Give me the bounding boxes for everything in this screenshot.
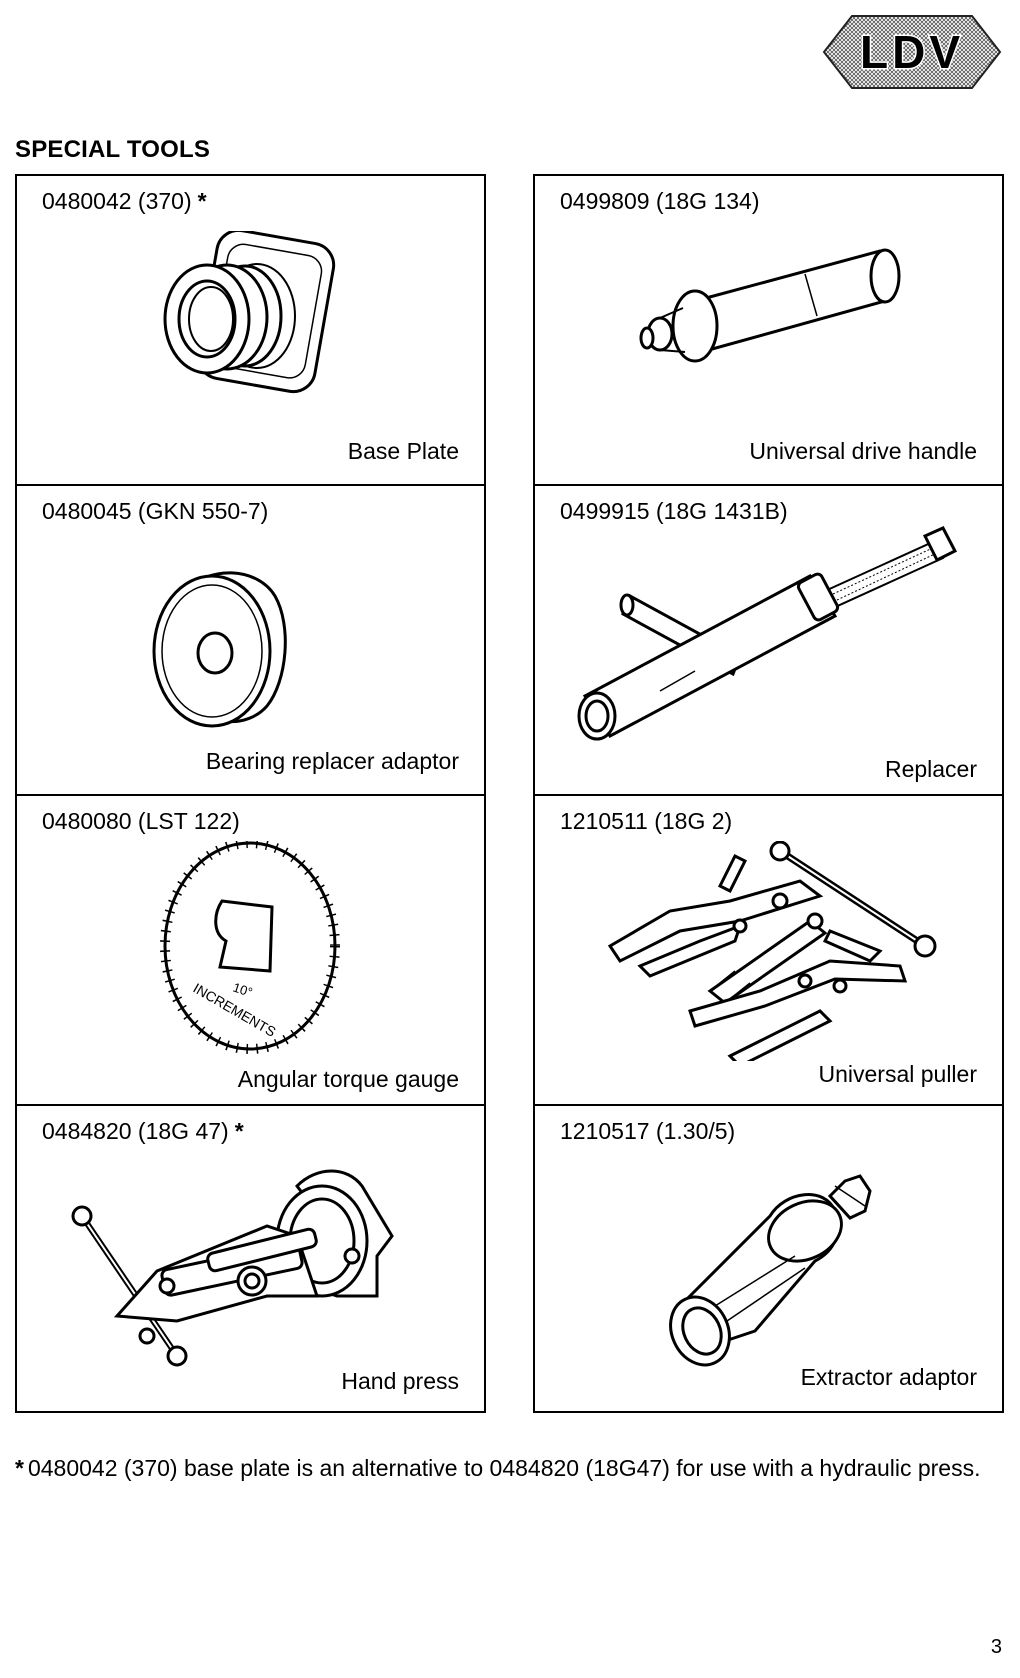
section-title: SPECIAL TOOLS [15,136,211,163]
base-plate-icon [147,231,347,411]
tool-code: 1210517 (1.30/5) [560,1118,736,1144]
footnote: *0480042 (370) base plate is an alternat… [15,1455,981,1481]
tool-code: 0499809 (18G 134) [560,188,760,214]
extractor-icon [655,1156,895,1376]
tool-code: 0480080 (LST 122) [42,808,240,834]
tool-cell-drive-handle: 0499809 (18G 134) Universal drive handle [535,176,1002,484]
tool-name: Replacer [884,756,977,782]
puller-icon [580,841,960,1061]
tool-name: Universal drive handle [749,438,977,464]
tool-cell-base-plate: 0480042 (370)* Base Plate [17,176,484,484]
tool-cell-puller: 1210511 (18G 2) Uni [535,794,1002,1104]
bearing-adaptor-icon [147,561,297,731]
tool-name: Universal puller [818,1061,977,1087]
tool-cell-extractor: 1210517 (1.30/5) Extractor adaptor [535,1104,1002,1413]
page-number: 3 [990,1636,1002,1658]
torque-gauge-icon: 10° INCREMENTS [152,841,352,1061]
tool-name: Extractor adaptor [800,1364,977,1390]
hand-press-icon [67,1146,407,1376]
tool-code: 1210511 (18G 2) [560,808,733,834]
tool-name: Bearing replacer adaptor [205,748,459,774]
tool-cell-replacer: 0499915 (18G 1431B) Replacer [535,484,1002,794]
tool-name: Hand press [341,1368,459,1394]
drive-handle-icon [635,246,915,386]
tool-name: Angular torque gauge [237,1066,459,1092]
tool-code: 0480045 (GKN 550-7) [42,498,269,524]
replacer-icon [565,526,975,756]
tool-cell-torque-gauge: 0480080 (LST 122) 10° INCREMENTS Angular… [17,794,484,1104]
tool-grid-right: 0499809 (18G 134) Universal drive handle… [533,174,1004,1413]
tool-name: Base Plate [347,438,459,464]
ldv-logo: LDV [822,14,1002,90]
tool-cell-hand-press: 0484820 (18G 47)* Hand press [17,1104,484,1413]
tool-code: 0499915 (18G 1431B) [560,498,788,524]
svg-text:LDV: LDV [860,26,964,78]
svg-text:10°: 10° [231,980,254,1000]
tool-cell-bearing-adaptor: 0480045 (GKN 550-7) Bearing replacer ada… [17,484,484,794]
tool-code: 0480042 (370)* [42,188,207,214]
tool-grid-left: 0480042 (370)* Base Plate 0480045 (GKN 5… [15,174,486,1413]
tool-code: 0484820 (18G 47)* [42,1118,244,1144]
